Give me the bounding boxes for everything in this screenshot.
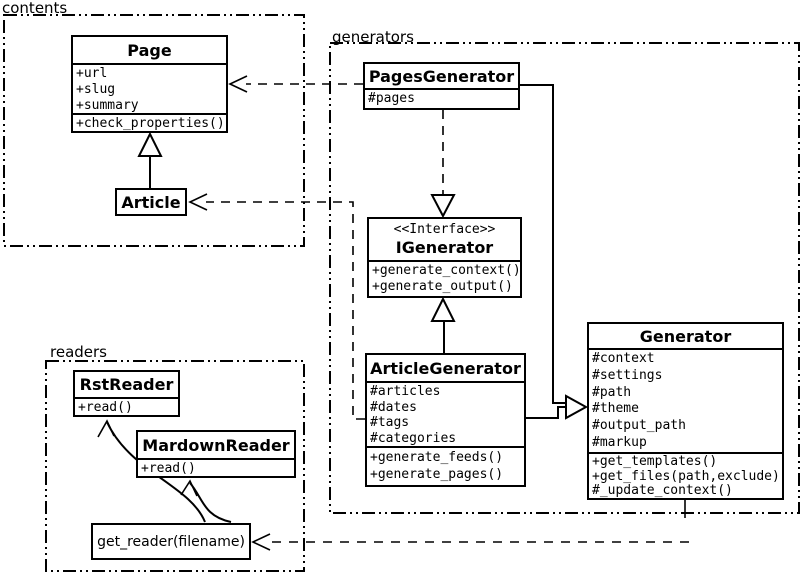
class-igenerator: <<Interface>> IGenerator +generate_conte… [367, 217, 522, 298]
method: +generate_output() [372, 279, 513, 294]
class-generator: Generator #context #settings #path #them… [587, 322, 784, 500]
attribute: +url [76, 66, 108, 81]
attribute: #articles [370, 384, 441, 399]
attribute: #output_path [592, 418, 686, 434]
class-articlegenerator-methods: +generate_feeds() +generate_pages() [367, 446, 524, 485]
attribute: #markup [592, 434, 647, 450]
method: +read() [78, 400, 133, 415]
package-label-readers: readers [50, 343, 107, 361]
package-label-generators: generators [332, 28, 414, 46]
attribute: #categories [370, 430, 457, 446]
class-igenerator-stereotype: <<Interface>> [393, 222, 496, 237]
method: +generate_context() [372, 263, 520, 278]
getreader-to-mardownreader-arrowhead-icon [180, 479, 198, 497]
to-generator-triangle-icon [565, 394, 589, 420]
class-articlegenerator-attributes: #articles #dates #tags #categories [367, 381, 524, 446]
attribute: +summary [76, 98, 139, 113]
attribute: #settings [592, 367, 663, 383]
articlegenerator-to-generator-line [526, 406, 566, 419]
class-page-name: Page [127, 40, 172, 60]
attribute: #path [592, 384, 632, 400]
getreader-to-rstreader-arrowhead-icon [97, 419, 115, 438]
article-to-page-triangle-icon [137, 131, 163, 157]
method: #_update_context() [592, 483, 733, 498]
attribute: #dates [370, 399, 417, 415]
generator-to-getreader-arrowhead-icon [251, 533, 271, 551]
articlegenerator-to-article-line [206, 201, 365, 420]
method: +generate_pages() [370, 467, 504, 482]
class-mardownreader-methods: +read() [138, 458, 294, 476]
getreader-to-mardownreader-curve [189, 482, 232, 523]
class-igenerator-header: <<Interface>> IGenerator [369, 219, 520, 260]
generators-package-border [329, 42, 800, 514]
method: +generate_feeds() [370, 450, 504, 465]
class-mardownreader-name: MardownReader [142, 435, 290, 455]
class-generator-methods: +get_templates() +get_files(path,exclude… [589, 452, 782, 498]
class-pagesgenerator-name: PagesGenerator [368, 66, 515, 86]
pagesgenerator-to-page-arrowhead-icon [228, 75, 248, 93]
class-igenerator-name: IGenerator [395, 237, 494, 257]
class-generator-attributes: #context #settings #path #theme #output_… [589, 348, 782, 452]
readers-package-border [45, 360, 305, 572]
class-pagesgenerator: PagesGenerator #pages [363, 62, 520, 110]
get-reader-node: get_reader(filename) [91, 523, 251, 560]
class-rstreader: RstReader +read() [73, 370, 180, 417]
class-igenerator-methods: +generate_context() +generate_output() [369, 260, 520, 296]
attribute: #context [592, 351, 655, 366]
class-generator-name: Generator [639, 326, 732, 346]
class-mardownreader: MardownReader +read() [136, 430, 296, 478]
class-pagesgenerator-attributes: #pages [365, 88, 518, 108]
class-page: Page +url +slug +summary +check_properti… [71, 35, 228, 133]
articlegenerator-to-igenerator-triangle-icon [430, 296, 456, 322]
class-articlegenerator-name: ArticleGenerator [370, 358, 521, 378]
attribute: +slug [76, 82, 116, 97]
attribute: #theme [592, 401, 639, 417]
attribute: #pages [368, 91, 415, 106]
contents-package-border [3, 14, 305, 247]
class-page-methods: +check_properties() [73, 113, 226, 131]
get-reader-label: get_reader(filename) [97, 533, 245, 550]
class-article-name: Article [121, 192, 181, 212]
class-articlegenerator: ArticleGenerator #articles #dates #tags … [365, 353, 526, 487]
pagesgenerator-to-generator-line [520, 84, 566, 404]
method: +read() [141, 461, 196, 476]
articlegenerator-to-article-arrowhead-icon [188, 193, 208, 211]
package-label-contents: contents [2, 0, 68, 17]
method: +check_properties() [76, 116, 225, 131]
pagesgenerator-to-igenerator-triangle-icon [430, 194, 456, 219]
method: +get_templates() [592, 454, 718, 469]
class-rstreader-name: RstReader [79, 375, 174, 394]
class-article: Article [115, 188, 187, 216]
attribute: #tags [370, 415, 410, 430]
class-page-attributes: +url +slug +summary [73, 63, 226, 113]
class-rstreader-methods: +read() [75, 397, 178, 415]
method: +get_files(path,exclude) [592, 468, 780, 484]
